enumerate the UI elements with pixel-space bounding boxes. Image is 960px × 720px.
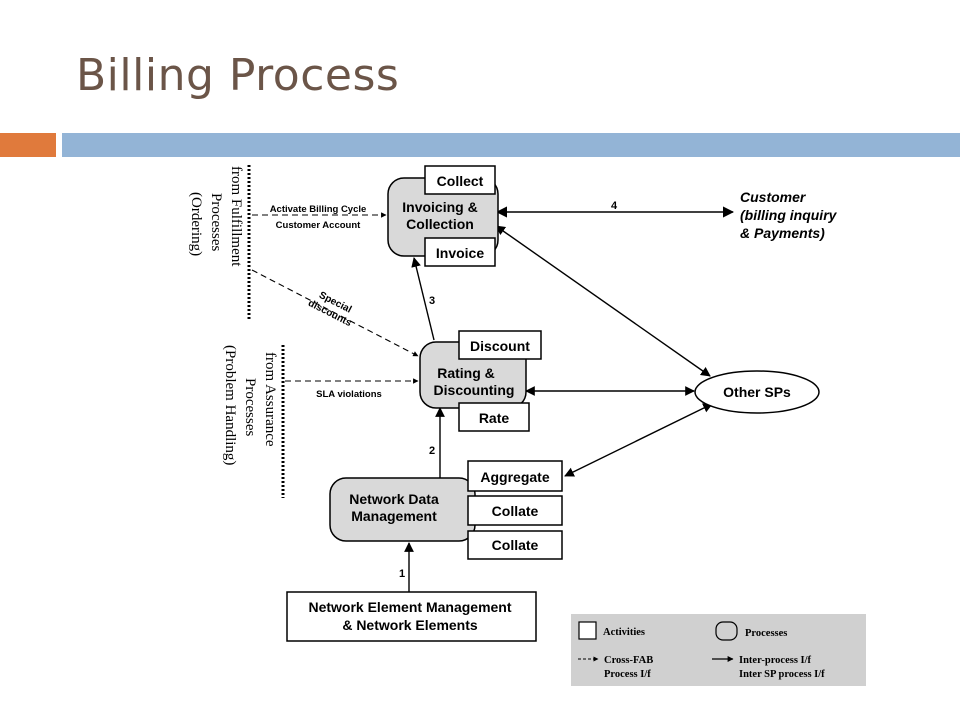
fulfillment-line-2: Processes <box>208 193 224 251</box>
aggregate-label: Aggregate <box>480 469 549 485</box>
other-sps-process <box>694 370 820 414</box>
collect-activity <box>424 165 496 195</box>
nem-label: Network Element Management <box>308 599 511 615</box>
collate-label-1: Collate <box>492 503 539 519</box>
rate-label: Rate <box>479 410 510 426</box>
network-data-label: Network Data <box>349 491 439 507</box>
accent-bar-blue <box>62 133 960 157</box>
collate-activity-1 <box>467 495 563 526</box>
rating-discounting-label-2: Discounting <box>434 382 515 398</box>
legend-process-swatch <box>715 621 738 641</box>
legend-activities-label: Activities <box>603 627 645 638</box>
flow-number-3: 3 <box>429 295 435 307</box>
network-data-label-2: Management <box>351 508 437 524</box>
activate-billing-label: Activate Billing Cycle <box>270 204 367 215</box>
discount-activity <box>458 330 542 360</box>
nem-process <box>286 591 537 642</box>
discount-label: Discount <box>470 338 530 354</box>
assurance-line-3: (Problem Handling) <box>222 345 238 465</box>
collate-activity-2 <box>467 530 563 560</box>
flow-number-2: 2 <box>429 445 435 457</box>
slide-title: Billing Process <box>76 50 400 101</box>
legend-cross-fab-label-2: Process I/f <box>604 669 651 680</box>
customer-account-label: Customer Account <box>276 220 361 231</box>
rate-activity <box>458 402 530 432</box>
invoice-activity <box>424 237 496 267</box>
fulfillment-line-3: (Ordering) <box>188 192 204 256</box>
collect-label: Collect <box>437 173 484 189</box>
nem-label-2: & Network Elements <box>342 617 478 633</box>
flow-number-4: 4 <box>611 200 618 212</box>
flow-3-arrow <box>411 257 435 341</box>
legend-inter-process-label: Inter-process I/f <box>739 655 812 666</box>
customer-line-2: (billing inquiry <box>740 207 838 223</box>
legend-cross-fab-label-1: Cross-FAB <box>604 655 653 666</box>
legend-activity-swatch <box>578 621 597 640</box>
invoicing-collection-label-2: Collection <box>406 216 474 232</box>
accent-bar-orange <box>0 133 56 157</box>
fulfillment-line-1: from Fulfillment <box>228 166 244 267</box>
assurance-line-2: Processes <box>242 378 258 436</box>
invoice-label: Invoice <box>436 245 484 261</box>
aggregate-other-sps-arrow <box>564 403 713 477</box>
legend-inter-sp-label: Inter SP process I/f <box>739 669 825 680</box>
legend-processes-label: Processes <box>745 628 787 639</box>
sla-violations-label: SLA violations <box>316 389 382 400</box>
invoicing-other-sps-arrow <box>495 225 711 377</box>
rating-discounting-label: Rating & <box>437 365 495 381</box>
customer-line-3: & Payments) <box>740 225 825 241</box>
special-discounts-arrow <box>251 269 419 357</box>
customer-line-1: Customer <box>740 189 807 205</box>
invoicing-collection-label: Invoicing & <box>402 199 477 215</box>
flow-number-1: 1 <box>399 568 405 580</box>
collate-label-2: Collate <box>492 537 539 553</box>
assurance-line-1: from Assurance <box>262 352 278 447</box>
aggregate-activity <box>467 460 563 492</box>
other-sps-label: Other SPs <box>723 384 791 400</box>
